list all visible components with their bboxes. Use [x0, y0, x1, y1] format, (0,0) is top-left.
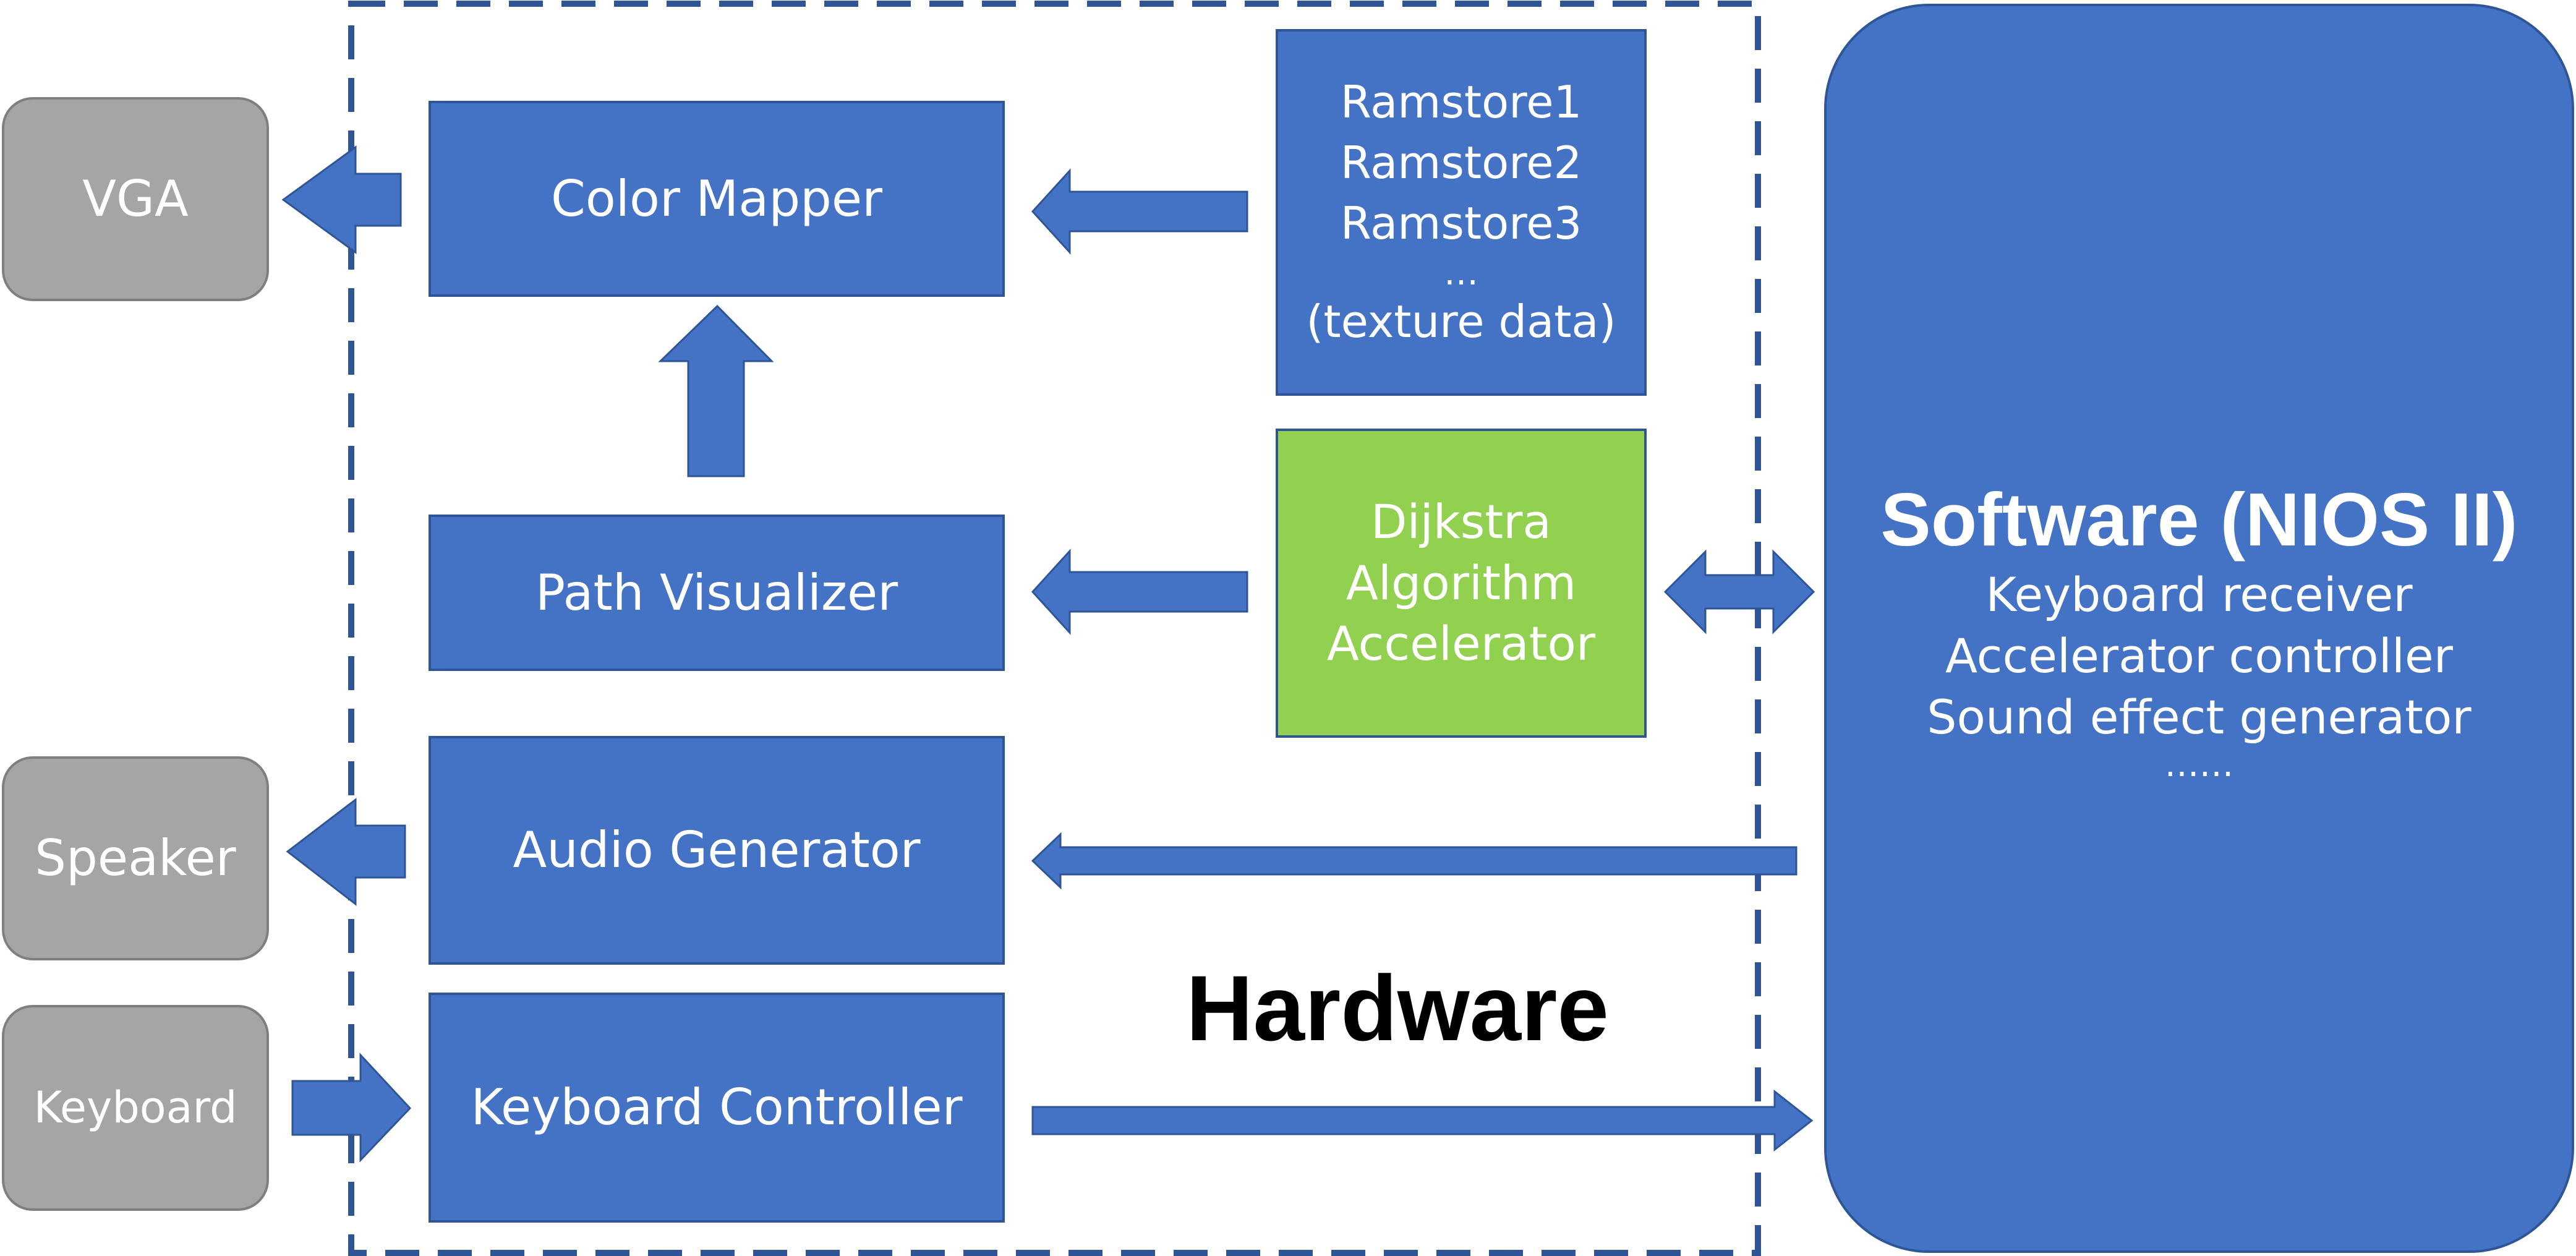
software-item-ellipsis: ……	[2164, 745, 2234, 785]
software-item-2: Accelerator controller	[1945, 628, 2453, 683]
software-nios-ii-block: Software (NIOS II) Keyboard receiver Acc…	[1824, 4, 2574, 1253]
ramstore-ellipsis: …	[1444, 252, 1478, 293]
software-item-3: Sound effect generator	[1927, 689, 2472, 745]
speaker-label: Speaker	[35, 829, 236, 887]
arrow-software-to-audiogenerator	[1031, 832, 1798, 890]
arrow-accelerator-to-pathvisualizer	[1031, 549, 1248, 635]
dijkstra-accelerator-module: Dijkstra Algorithm Accelerator	[1276, 429, 1647, 738]
accelerator-line-2: Algorithm	[1346, 555, 1577, 610]
audio-generator-module: Audio Generator	[429, 736, 1005, 965]
ramstore-line-3: Ramstore3	[1340, 197, 1582, 249]
color-mapper-label: Color Mapper	[550, 169, 882, 228]
arrow-audiogenerator-to-speaker	[286, 797, 406, 907]
keyboard-device: Keyboard	[2, 1005, 269, 1211]
arrow-ramstore-to-colormapper	[1031, 168, 1248, 255]
audio-generator-label: Audio Generator	[513, 821, 921, 879]
keyboard-controller-module: Keyboard Controller	[429, 993, 1005, 1223]
ramstore-line-2: Ramstore2	[1340, 136, 1582, 189]
keyboard-label: Keyboard	[33, 1082, 237, 1133]
arrow-keyboardcontroller-to-software	[1031, 1089, 1814, 1152]
speaker-device: Speaker	[2, 756, 269, 960]
color-mapper-module: Color Mapper	[429, 101, 1005, 297]
path-visualizer-module: Path Visualizer	[429, 515, 1005, 671]
arrow-pathvisualizer-to-colormapper	[658, 304, 774, 477]
arrow-keyboard-to-keyboardcontroller	[291, 1053, 412, 1163]
accelerator-line-3: Accelerator	[1326, 616, 1596, 672]
path-visualizer-label: Path Visualizer	[535, 563, 898, 622]
ramstore-line-1: Ramstore1	[1340, 75, 1582, 128]
ramstore-texture-data: (texture data)	[1306, 296, 1616, 348]
software-title: Software (NIOS II)	[1880, 477, 2518, 562]
software-item-1: Keyboard receiver	[1985, 567, 2413, 622]
hardware-label: Hardware	[1186, 955, 1609, 1060]
accelerator-line-1: Dijkstra	[1371, 493, 1551, 549]
arrow-accelerator-software-bidirectional	[1663, 549, 1815, 634]
vga-device: VGA	[2, 97, 269, 301]
vga-label: VGA	[82, 170, 189, 228]
ramstore-module: Ramstore1 Ramstore2 Ramstore3 … (texture…	[1276, 29, 1647, 396]
arrow-colormapper-to-vga	[281, 145, 402, 254]
hardware-boundary	[348, 1, 1761, 1256]
keyboard-controller-label: Keyboard Controller	[471, 1079, 963, 1136]
